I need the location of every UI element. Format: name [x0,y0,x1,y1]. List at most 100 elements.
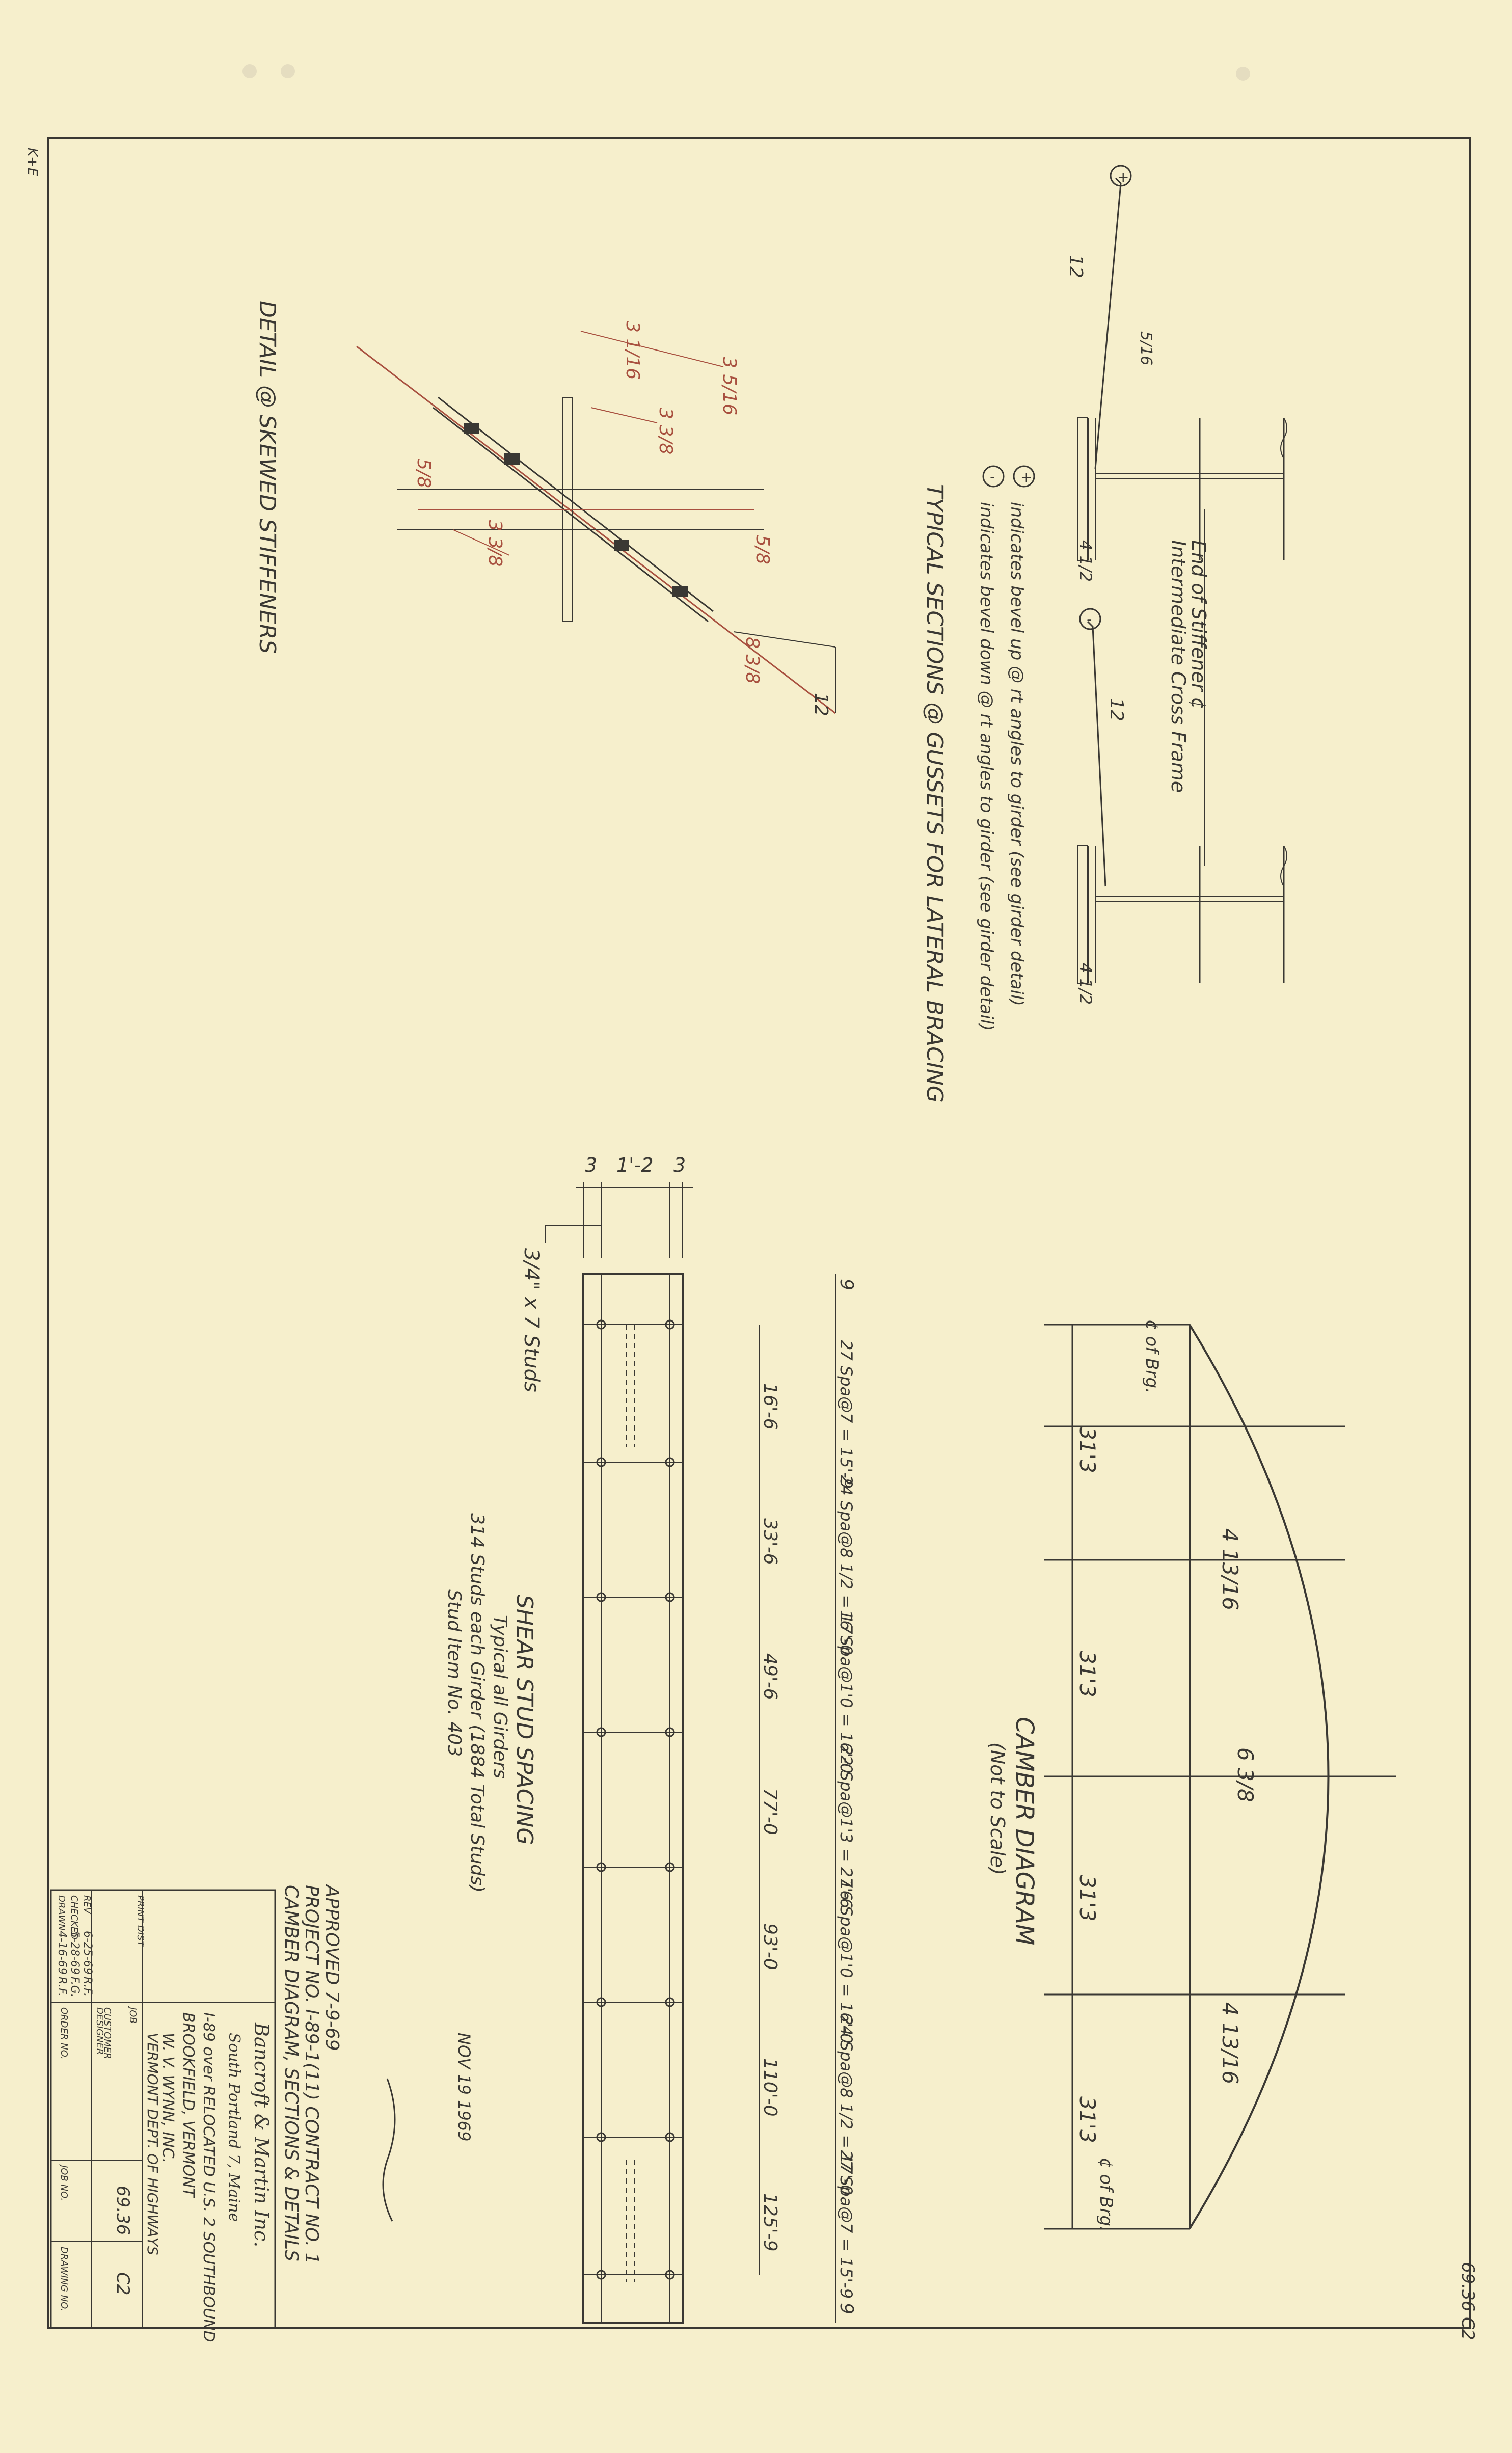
gusset-title: TYPICAL SECTIONS @ GUSSETS FOR LATERAL B… [922,484,948,1103]
drawing-title: CAMBER DIAGRAM, SECTIONS & DETAILS [281,1885,302,2261]
sheet-number: 69.36 C2 [1457,2262,1478,2340]
dim-line [580,331,724,367]
order-no-label: ORDER NO. [59,2007,69,2060]
stud [665,1862,675,1872]
drawn-label: DRAWN [56,1895,67,1931]
left-bearing-label: ¢ of Brg. [1142,1319,1162,1394]
camber-ordinate: 4 13/16 [1218,1528,1243,1610]
rev-label: REV [82,1895,92,1915]
camber-ordinate: 4 13/16 [1218,2002,1243,2084]
stud [665,1727,675,1737]
leader [545,1225,601,1243]
skew-dim: 5/8 [413,459,434,488]
minus-note-symbol [982,465,1005,488]
cumulative-distance: 125'-9 [760,2193,780,2252]
punch-hole [281,64,295,78]
end-distance: 9 [836,1279,857,1290]
dim-line [453,529,510,556]
plus-note-symbol [1013,465,1035,488]
stud [596,1727,606,1737]
stud-title: SHEAR STUD SPACING [511,1595,537,1845]
stud [665,1592,675,1602]
stud-spacing: 3 1'-2 3 3/4" x 7 Studs 9 9 27 Spa@7 = 1… [444,1154,857,2324]
weld-mark [504,453,520,465]
ke-mark: K+E [24,148,40,176]
flange-dim: 3 [585,1154,597,1176]
slope-label: 12 [811,693,831,716]
dim-label: 4 1/2 [1076,540,1095,582]
skew-dim: 3 3/8 [655,408,676,454]
stud [665,2270,675,2280]
stud-note-2: 314 Studs each Girder (1884 Total Studs) [467,1513,488,1893]
skew-dim: 3 3/8 [484,520,505,567]
stiffener-plate [433,407,709,623]
bevel-down-sign: - [1087,611,1092,628]
skew-detail: 3 1/16 3 5/16 3 3/8 3 3/8 5/8 5/8 8 3/8 … [254,301,836,716]
break-line [1280,417,1287,459]
dim-line [590,407,658,423]
stiffener-end-label: End of Stiffener ¢ [1187,540,1210,710]
drawing-number: C2 [113,2272,133,2295]
designer-name: W. V. WYNN, INC. [159,2033,177,2163]
customer-name: VERMONT DEPT. OF HIGHWAYS [144,2033,161,2255]
spacing-label: 24 Spa@8 1/2 = 17'-0 [836,1475,856,1655]
gusset-sections: + 12 5/16 4 1/2 - 12 4 1/2 End of Stiffe… [922,165,1287,1103]
approval-note: APPROVED 7-9-69 [321,1884,342,2051]
stud [665,1457,675,1467]
gusset-plate [1094,177,1122,469]
cumulative-distance: 49'-6 [760,1653,780,1700]
skew-dim: 8 3/8 [742,637,763,684]
bevel-up-note: indicates bevel up @ rt angles to girder… [1007,502,1027,1006]
customer-label: CUSTOMER [102,2007,113,2059]
spacing-label: 27 Spa@7 = 15'-9 [836,2150,856,2299]
drawing-no-label: DRAWING NO. [59,2247,69,2311]
stud-note-3: Stud Item No. 403 [444,1589,465,1757]
stud [596,1319,606,1330]
right-bearing-label: ¢ of Brg. [1096,2158,1116,2232]
stiffener-plate [438,396,714,612]
plus-note-sign: + [1020,469,1032,486]
stud [665,1319,675,1330]
print-dist-label: PRINT DIST [135,1895,146,1947]
title-block: APPROVED 7-9-69 PROJECT NO. I-89-1(11) C… [50,1884,474,2342]
cumulative-distance: 77'-0 [760,1788,780,1835]
punch-hole [242,64,257,78]
bevel-down-symbol [1079,608,1101,630]
stud-note-1: Typical all Girders [490,1615,510,1778]
checked-initials: F.G. [68,1977,81,1998]
cumulative-distance: 110'-0 [760,2058,780,2117]
stud [665,2132,675,2142]
flange-plate [1077,845,1088,984]
cumulative-distance: 16'-6 [760,1383,780,1430]
slope-leg [733,631,836,648]
girder-flange [582,1273,684,2324]
project-number: PROJECT NO. I-89-1(11) CONTRACT NO. 1 [301,1885,322,2265]
drawn-initials: R.F. [56,1977,68,1997]
job-description: I-89 over RELOCATED U.S. 2 SOUTHBOUND [200,2012,218,2342]
drawn-date: 4-16-69 [56,1931,68,1975]
camber-diagram: ¢ of Brg. ¢ of Brg. 31'3 31'3 31'3 31'3 … [986,1319,1396,2232]
slope-label: 12 [1065,255,1086,278]
punch-hole [1236,67,1250,81]
skew-dim: 3 1/16 [622,321,643,380]
firm-location: South Portland 7, Maine [225,2033,243,2222]
minus-note-sign: - [990,468,995,485]
weld-mark [672,586,688,597]
span-label: 31'3 [1075,1875,1100,1922]
camber-subtitle: (Not to Scale) [986,1742,1009,1875]
cross-frame-label: Intermediate Cross Frame [1167,540,1190,793]
checked-label: CHECKED [69,1895,79,1939]
bevel-down-note: indicates bevel down @ rt angles to gird… [976,502,996,1031]
skew-title: DETAIL @ SKEWED STIFFENERS [254,301,280,654]
spacing-label: 16 Spa@1'0 = 16'-0 [836,1880,856,2043]
checked-date: 5-28-69 [68,1931,81,1975]
camber-title: CAMBER DIAGRAM [1010,1717,1039,1945]
span-label: 31'3 [1075,1651,1100,1697]
spacing-label: 24 Spa@8 1/2 = 17'-0 [836,2015,856,2195]
stud [596,2132,606,2142]
span-label: 31'3 [1075,1426,1100,1473]
stud [596,1457,606,1467]
camber-ordinate: 6 3/8 [1233,1747,1258,1802]
span-label: 31'3 [1075,2096,1100,2143]
